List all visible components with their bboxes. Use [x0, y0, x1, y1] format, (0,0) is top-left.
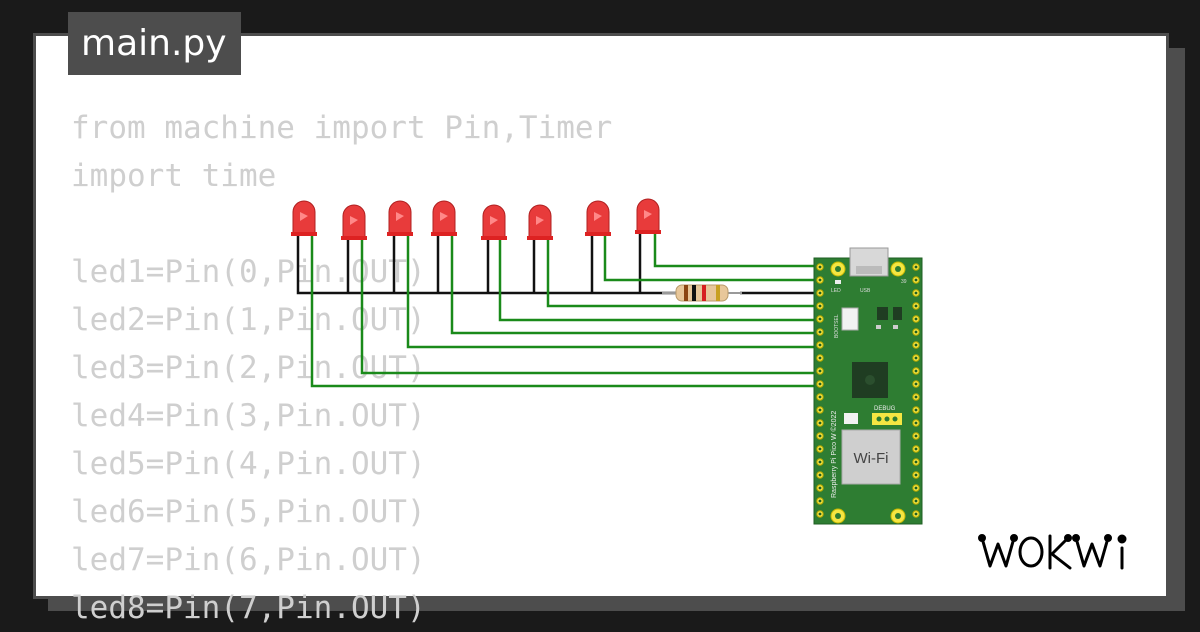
code-line: led4=Pin(3,Pin.OUT)	[71, 398, 426, 434]
pin-hole-center	[818, 434, 822, 438]
pin-hole-center	[818, 473, 822, 477]
wifi-label: Wi-Fi	[854, 450, 889, 467]
led-6[interactable]	[527, 204, 553, 240]
pin-hole-center	[914, 343, 918, 347]
pin-hole-center	[914, 382, 918, 386]
code-line: from machine import Pin,Timer	[71, 110, 613, 146]
pin-hole-center	[914, 447, 918, 451]
pin-hole-center	[914, 395, 918, 399]
pin-hole-center	[818, 304, 822, 308]
pin-hole-center	[818, 265, 822, 269]
pin-hole-center	[818, 460, 822, 464]
code-line: led5=Pin(4,Pin.OUT)	[71, 446, 426, 482]
pin-hole-center	[914, 460, 918, 464]
bootsel-button[interactable]	[841, 307, 859, 331]
pin-hole-center	[818, 421, 822, 425]
code-line: led7=Pin(6,Pin.OUT)	[71, 542, 426, 578]
pin-hole-center	[818, 408, 822, 412]
pin-hole-center	[914, 356, 918, 360]
code-card: from machine import Pin,Timer import time…	[33, 33, 1169, 626]
wifi-module	[841, 429, 901, 485]
pico-board[interactable]: LED USB 39 BOOTSEL DEBUG Wi-Fi Raspberry…	[813, 247, 923, 525]
debug-label: DEBUG	[874, 406, 896, 412]
pin-hole-center	[914, 473, 918, 477]
pin-hole-center	[818, 343, 822, 347]
code-line: led8=Pin(7,Pin.OUT)	[71, 590, 426, 626]
pin-number: 39	[901, 279, 907, 285]
led-7[interactable]	[585, 200, 611, 236]
code-line: import time	[71, 158, 277, 194]
ground-wires	[296, 234, 818, 295]
code-line: led6=Pin(5,Pin.OUT)	[71, 494, 426, 530]
pin-hole-center	[818, 486, 822, 490]
led-2[interactable]	[341, 204, 367, 240]
code-line: led1=Pin(0,Pin.OUT)	[71, 254, 426, 290]
pin-hole-center	[818, 395, 822, 399]
pin-header-left[interactable]	[816, 263, 824, 518]
led-5[interactable]	[481, 204, 507, 240]
pin-hole-center	[818, 317, 822, 321]
code-line: led2=Pin(1,Pin.OUT)	[71, 302, 426, 338]
pin-hole-center	[914, 512, 918, 516]
pin-hole-center	[914, 278, 918, 282]
usb-label: USB	[860, 288, 871, 294]
pin-hole-center	[914, 291, 918, 295]
pin-hole-center	[914, 317, 918, 321]
code-line: led3=Pin(2,Pin.OUT)	[71, 350, 426, 386]
pin-hole-center	[818, 512, 822, 516]
led-4[interactable]	[431, 200, 457, 236]
pin-hole-center	[818, 356, 822, 360]
code-editor: from machine import Pin,Timer import time…	[71, 104, 612, 632]
pin-hole-center	[818, 278, 822, 282]
led-label: LED	[831, 288, 841, 294]
pin-hole-center	[818, 330, 822, 334]
pin-hole-center	[914, 265, 918, 269]
pin-hole-center	[914, 369, 918, 373]
pin-hole-center	[818, 447, 822, 451]
wokwi-logo	[978, 534, 1127, 570]
pin-hole-center	[818, 291, 822, 295]
pin-hole-center	[914, 499, 918, 503]
pin-hole-center	[818, 369, 822, 373]
resistor	[662, 284, 742, 302]
pin-hole-center	[818, 499, 822, 503]
pin-header-right[interactable]	[912, 263, 920, 518]
signal-wires	[310, 234, 818, 388]
pin-hole-center	[914, 434, 918, 438]
pin-hole-center	[914, 421, 918, 425]
pin-hole-center	[914, 304, 918, 308]
pin-hole-center	[818, 382, 822, 386]
pin-hole-center	[914, 486, 918, 490]
led-8[interactable]	[635, 198, 661, 234]
pin-hole-center	[914, 408, 918, 412]
pin-hole-center	[914, 330, 918, 334]
board-model-label: Raspberry Pi Pico W ©2022	[830, 411, 838, 498]
file-tab[interactable]: main.py	[68, 12, 241, 75]
led-1[interactable]	[291, 200, 317, 236]
bootsel-label: BOOTSEL	[834, 314, 840, 338]
led-3[interactable]	[387, 200, 413, 236]
